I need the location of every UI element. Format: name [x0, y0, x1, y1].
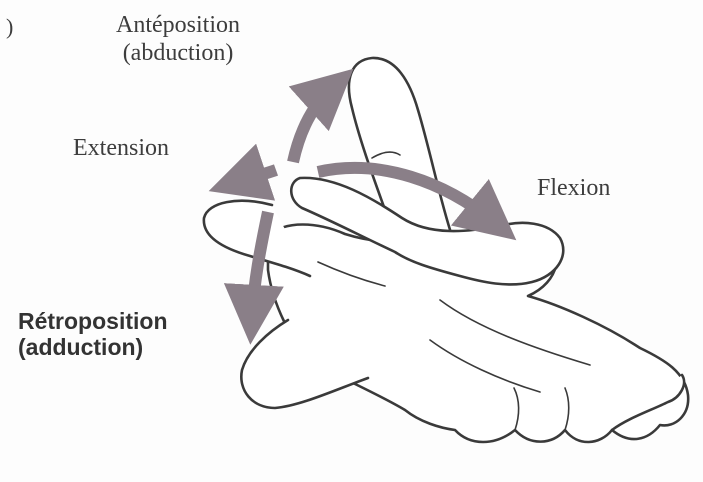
- label-adduction: (adduction): [18, 334, 168, 360]
- label-retroposition-group: Rétroposition (adduction): [18, 308, 168, 361]
- arrow-up-icon: [293, 88, 332, 162]
- label-anteposition-group: Antéposition (abduction): [116, 12, 240, 67]
- label-anteposition: Antéposition: [116, 12, 240, 40]
- label-extension: Extension: [73, 135, 169, 163]
- label-retroposition: Rétroposition: [18, 308, 168, 334]
- arrow-left-icon: [236, 170, 276, 182]
- label-abduction: (abduction): [116, 40, 240, 68]
- label-flexion: Flexion: [537, 175, 610, 203]
- figure-marker: ): [6, 14, 13, 39]
